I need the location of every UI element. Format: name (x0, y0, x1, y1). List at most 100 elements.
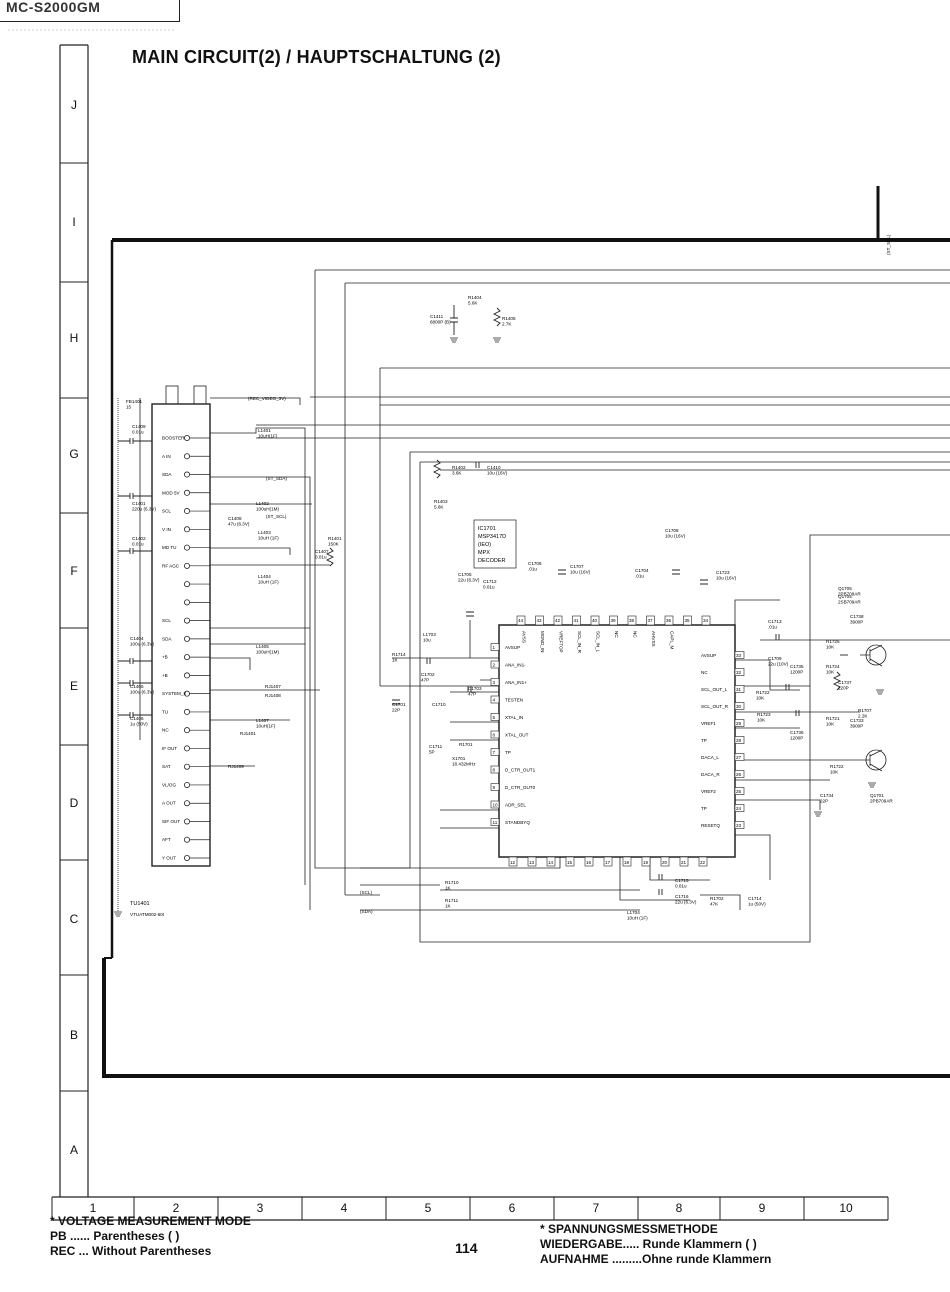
ic-pin-right (734, 753, 745, 761)
component-ref: C1713 (768, 619, 782, 624)
component-value: 10uH(1F) (256, 724, 276, 729)
component-ref: L1703 (423, 632, 436, 637)
component-ref: L1401 (258, 428, 271, 433)
tuner-pin-label: RF AGC (162, 563, 180, 568)
component-ref: L1405 (256, 644, 269, 649)
component-value: 5P (429, 750, 435, 755)
component-ref: R1702 (710, 896, 724, 901)
component-ref: L1704 (627, 910, 640, 915)
tuner-pin-label: A IN (162, 454, 171, 459)
row-label-i: I (72, 215, 76, 229)
tuner-pin-label: +B (162, 673, 168, 678)
component-ref: C1411 (430, 314, 444, 319)
row-label-j: J (71, 98, 77, 112)
component-ref: L1402 (256, 501, 269, 506)
ic-pin-left (490, 818, 500, 826)
component-value: 100u (6.3V) (130, 642, 154, 647)
row-label-e: E (69, 679, 78, 693)
ic-pin-number: 40 (592, 618, 598, 623)
ic-pin-number: 37 (648, 618, 654, 623)
col-label-5: 5 (424, 1201, 432, 1215)
ic-pin-bottom (679, 856, 689, 867)
ic-pin-number: 16 (586, 860, 592, 865)
component-ref: R1701 (459, 742, 473, 747)
component-ref: C1705 (458, 572, 472, 577)
ic-pin-number: 42 (555, 618, 561, 623)
footer-left-line-2: PB ...... Parentheses ( ) (50, 1229, 180, 1243)
component-ref: C1737 (838, 680, 852, 685)
ic-pin-number: 7 (493, 750, 496, 755)
component-ref: C1402 (132, 536, 146, 541)
ic-pin-label: AVSUP (505, 645, 520, 650)
component-value: 10uH (1F) (258, 536, 279, 541)
col-label-3: 3 (256, 1201, 264, 1215)
ic-pin-label: AVSS (522, 631, 527, 643)
tuner-pin (183, 562, 190, 569)
ic-pin-label: ANA_IN1- (505, 663, 526, 668)
col-label-8: 8 (675, 1201, 683, 1215)
ic-pin-label: XTAL_OUT (505, 733, 529, 738)
ic-pin-label: ANA_IN1+ (505, 680, 527, 685)
component-value: 10K (830, 770, 839, 775)
net-scl: (SCL) (360, 890, 372, 895)
tuner-pin (183, 855, 190, 862)
component-value: 2.7K (502, 322, 512, 327)
tuner-pin-label: V IN (162, 527, 171, 532)
component-ref: Q1701 (870, 793, 884, 798)
tuner-pin-label: SDA (162, 636, 172, 641)
component-ref: C1738 (850, 614, 864, 619)
component-ref: Q1705 (838, 586, 852, 591)
component-ref: C1734 (820, 793, 834, 798)
component-value: 10u (16V) (716, 576, 737, 581)
ic-pin-number: 22 (700, 860, 706, 865)
component-ref: C1710 (432, 702, 446, 707)
component-ref: C1733 (850, 718, 864, 723)
tuner-pin (183, 434, 190, 441)
component-value: 22u (10V) (768, 662, 789, 667)
component-value: 47u (6.3V) (228, 522, 250, 527)
component-ref: C1703 (468, 686, 482, 691)
component-ref: R1402 (452, 465, 466, 470)
ic-func1: MPX (478, 550, 490, 556)
ic-pin-label: TP (701, 738, 707, 743)
ic-pin-left (490, 748, 500, 756)
component-value: 2SB709AR (838, 600, 861, 605)
ic-pin-label: D_CTR_OUT0 (505, 785, 536, 790)
ic-pin-left (490, 678, 500, 686)
ic-pin-right (734, 685, 745, 693)
component-ref: C1707 (570, 564, 584, 569)
ic-pin-bottom (565, 856, 575, 867)
col-label-1: 1 (89, 1201, 97, 1215)
ic-pin-number: 28 (736, 738, 742, 743)
ic-pin-label: CAPL_M (670, 631, 675, 650)
tuner-pin-label: SCL (162, 618, 171, 623)
component-value: 10u (423, 638, 431, 643)
row-label-a: A (69, 1143, 78, 1157)
ic-pin-label: TP (505, 750, 511, 755)
ic-pin-left (490, 713, 500, 721)
ic-pin-top (590, 615, 600, 626)
tuner-pin (183, 617, 190, 624)
tuner-pin (183, 489, 190, 496)
tuner-pin (183, 453, 190, 460)
ic-pin-number: 34 (703, 618, 709, 623)
ic-pin-number: 12 (510, 860, 516, 865)
component-value: 0.01u (315, 555, 327, 560)
tuner-pin-label: IF OUT (162, 746, 177, 751)
component-value: 2.2K (858, 714, 868, 719)
component-ref: R1707 (858, 708, 872, 713)
ic-pin-top (553, 615, 563, 626)
tuner-pin-label: A OUT (162, 801, 176, 806)
ic-pin-number: 3 (493, 680, 496, 685)
ic-pin-top (646, 615, 655, 626)
ic-pin-number: 19 (643, 860, 649, 865)
tuner-pin (183, 544, 190, 551)
ic-pin-right (734, 702, 745, 710)
ic-pin-label: XTAL_IN (505, 715, 523, 720)
ic-pin-number: 21 (681, 860, 687, 865)
component-ref: C1723 (716, 570, 730, 575)
component-ref: RJ1408 (265, 693, 281, 698)
ic-pin-label: ADR_SEL (505, 803, 526, 808)
